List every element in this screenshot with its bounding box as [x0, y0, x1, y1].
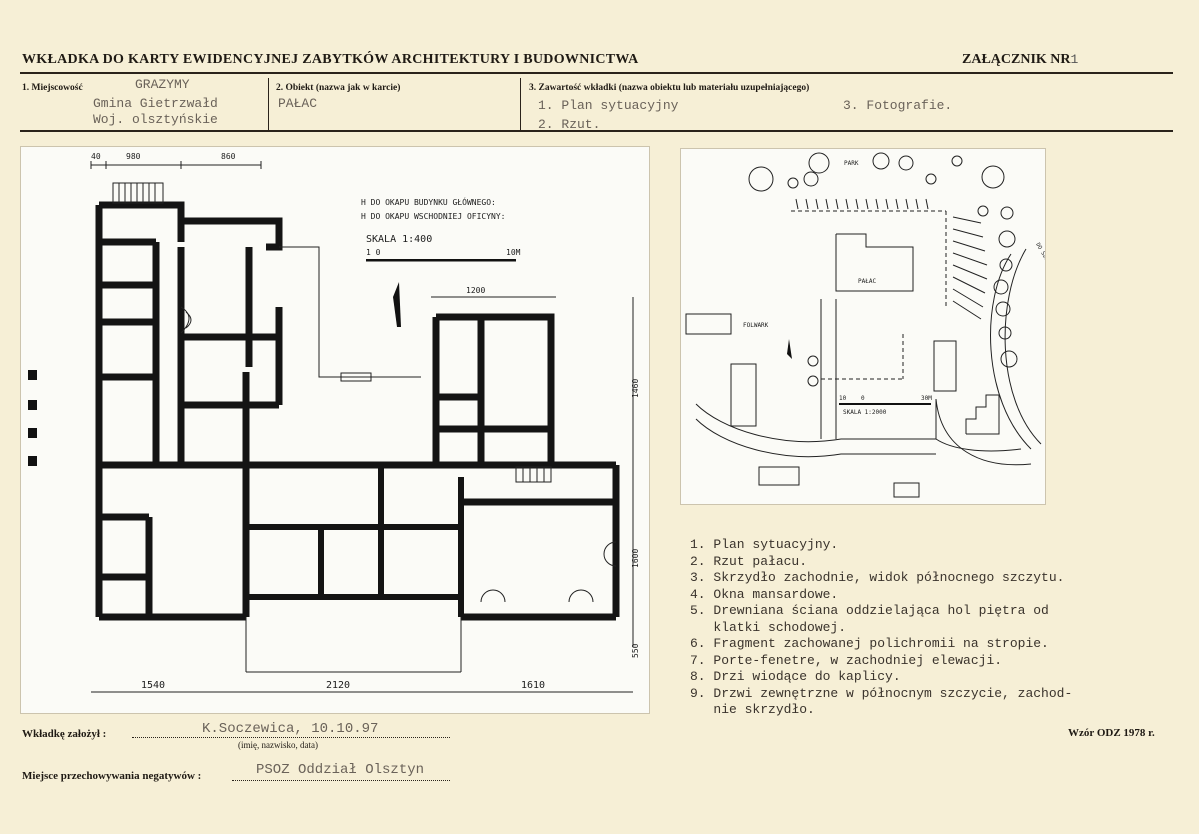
site-plan-drawing: PARK PAŁAC FOLWARK DO SZOSY OLSZTYN-OSTR…: [685, 152, 1045, 498]
founder-line: [132, 736, 450, 738]
dim-bottom-3: 1610: [521, 680, 545, 691]
founder-hint: (imię, nazwisko, data): [238, 740, 318, 750]
contents-label: 3. Zawartość wkładki (nazwa obiektu lub …: [529, 83, 810, 93]
dim-right-3: 550: [631, 643, 640, 658]
contents-item-1: 1. Plan sytuacyjny: [538, 98, 679, 113]
note-main-building: H DO OKAPU BUDYNKU GŁÓWNEGO:: [361, 196, 496, 207]
site-scale-text: SKALA 1:2000: [843, 409, 887, 416]
place-label: 1. Miejscowość: [22, 83, 83, 93]
place-value: GRAZYMY: [135, 77, 190, 92]
caption-item: nie skrzydło.: [690, 702, 815, 717]
margin-marker: [28, 400, 37, 410]
site-label-road: DO SZOSY OLSZTYN-OSTRÓDA: [1034, 242, 1045, 315]
dim-wing-width: 1200: [466, 286, 485, 295]
woj-value: Woj. olsztyńskie: [93, 112, 218, 127]
contents-item-3: 3. Fotografie.: [843, 98, 953, 113]
gmina-value: Gmina Gietrzwałd: [93, 96, 218, 111]
dim-top-3: 860: [221, 152, 236, 161]
caption-item: 2. Rzut pałacu.: [690, 553, 808, 569]
floor-plan-photo: 40 980 860: [20, 146, 650, 714]
site-scale-tick-3: 30M: [921, 395, 932, 402]
dim-right-2: 1600: [631, 549, 640, 568]
dim-bottom-2: 2120: [326, 680, 350, 691]
contents-item-2: 2. Rzut.: [538, 117, 601, 132]
caption-item: 1. Plan sytuacyjny.: [690, 537, 839, 552]
margin-marker: [28, 370, 37, 380]
site-label-park: PARK: [844, 160, 859, 167]
note-east-wing: H DO OKAPU WSCHODNIEJ OFICYNY:: [361, 212, 506, 221]
site-label-folwark: FOLWARK: [743, 322, 769, 329]
site-label-palace: PAŁAC: [858, 278, 876, 285]
scale-end: 10M: [506, 248, 521, 257]
site-scale-tick-2: 0: [861, 395, 865, 402]
photo-captions: 1. Plan sytuacyjny. 2. Rzut pałacu. 3. S…: [690, 537, 1072, 719]
dim-right-1: 1460: [631, 379, 640, 398]
north-arrow: [393, 282, 401, 327]
field-divider-1: [268, 78, 269, 130]
caption-item: 7. Porte-fenetre, w zachodniej elewacji.: [690, 652, 1003, 668]
storage-label: Miejsce przechowywania negatywów :: [22, 770, 202, 782]
object-label: 2. Obiekt (nazwa jak w karcie): [276, 83, 401, 93]
floor-plan-drawing: 40 980 860: [90, 152, 640, 693]
field-divider-2: [520, 78, 521, 130]
annex-label: ZAŁĄCZNIK NR1: [962, 52, 1078, 68]
caption-item: 8. Drzi wiodące do kaplicy.: [690, 669, 901, 684]
scale-text: SKALA 1:400: [366, 234, 432, 245]
caption-item: 9. Drzwi zewnętrzne w północnym szczycie…: [690, 685, 1073, 701]
site-scale-tick-1: 10: [839, 395, 847, 402]
dim-bottom-1: 1540: [141, 680, 165, 691]
site-plan-photo: PARK PAŁAC FOLWARK DO SZOSY OLSZTYN-OSTR…: [680, 148, 1046, 505]
form-reference: Wzór ODZ 1978 r.: [1068, 727, 1155, 739]
margin-marker: [28, 428, 37, 438]
scale-zero: 1 0: [366, 248, 381, 257]
margin-marker: [28, 456, 37, 466]
annex-number: 1: [1070, 52, 1079, 67]
fields-rule: [20, 130, 1173, 132]
founder-label: Wkładkę założył :: [22, 728, 107, 740]
caption-item: 6. Fragment zachowanej polichromii na st…: [690, 636, 1049, 651]
founder-value: K.Soczewica, 10.10.97: [202, 721, 379, 737]
form-title: WKŁADKA DO KARTY EWIDENCYJNEJ ZABYTKÓW A…: [22, 52, 639, 67]
caption-item: 3. Skrzydło zachodnie, widok północnego …: [690, 570, 1065, 585]
site-north-arrow: [787, 339, 792, 359]
object-value: PAŁAC: [278, 96, 318, 111]
header-rule: [20, 72, 1173, 74]
storage-line: [232, 779, 450, 781]
caption-item: 4. Okna mansardowe.: [690, 586, 839, 602]
storage-value: PSOZ Oddział Olsztyn: [256, 762, 425, 778]
dim-top-2: 980: [126, 152, 141, 161]
dim-top-1: 40: [91, 152, 101, 161]
caption-item: klatki schodowej.: [690, 619, 847, 635]
annex-label-text: ZAŁĄCZNIK NR: [962, 52, 1071, 67]
caption-item: 5. Drewniana ściana oddzielająca hol pię…: [690, 603, 1049, 618]
